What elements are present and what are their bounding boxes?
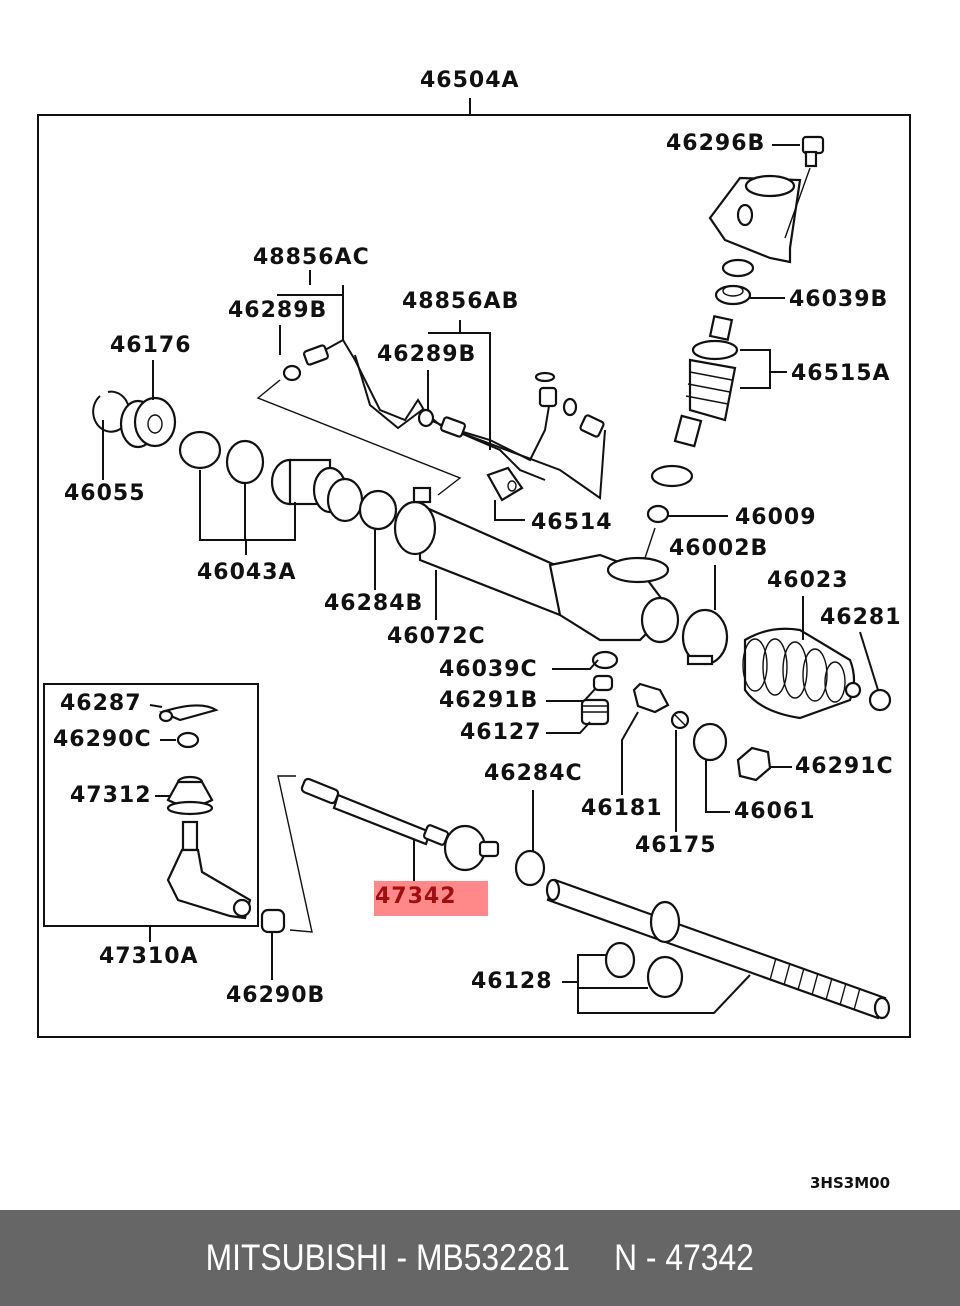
clamp-46002B (681, 608, 729, 666)
callout-46072C: 46072C (387, 624, 486, 649)
piston-seal (270, 458, 364, 523)
o-ring-46289B-2 (417, 408, 435, 428)
dust-cover-47312 (166, 775, 214, 816)
callout-46290C: 46290C (53, 727, 152, 752)
plug-46009 (646, 504, 670, 524)
highlight-box (374, 881, 488, 916)
footer-bar: MITSUBISHI - MB532281 N - 47342 (0, 1210, 960, 1306)
bolt-46296B (801, 135, 825, 168)
spring-46175 (670, 710, 690, 730)
bracket-46514 (486, 466, 524, 502)
part-info-text: MITSUBISHI - MB532281 N - 47342 (205, 1237, 755, 1278)
callout-46289B: 46289B (228, 298, 328, 323)
washer (650, 464, 694, 488)
clip-46281 (868, 688, 892, 712)
callout-46281: 46281 (820, 605, 902, 630)
callout-46290B: 46290B (226, 983, 326, 1008)
callout-47312: 47312 (70, 783, 152, 808)
callout-46023: 46023 (767, 568, 849, 593)
parts-diagram: 46504A 46296B 48856AC 46289B 48856AB 462… (37, 68, 911, 1192)
valve-housing (708, 174, 802, 264)
callout-46287: 46287 (60, 691, 142, 716)
assembly-frame (37, 114, 911, 1038)
callout-46039B: 46039B (789, 287, 889, 312)
o-ring-46128-2 (646, 955, 684, 999)
callout-46504A: 46504A (420, 68, 520, 93)
bearing (721, 258, 755, 278)
callout-46296B: 46296B (666, 131, 766, 156)
cap-46039C (591, 650, 619, 670)
rack-housing-46072C (393, 486, 680, 644)
callout-46055: 46055 (64, 481, 146, 506)
callout-46127: 46127 (460, 720, 542, 745)
rack-guide-46181 (632, 682, 670, 714)
boot-46023 (742, 627, 862, 720)
callout-46514: 46514 (531, 510, 613, 535)
nut-46291B (592, 674, 614, 692)
castle-nut-46290C (176, 731, 200, 749)
adjuster-46127 (580, 698, 610, 726)
callout-46061: 46061 (734, 799, 816, 824)
locknut-46291C (736, 746, 772, 782)
figure-code: 3HS3M00 (810, 1174, 891, 1192)
o-ring-46289B (282, 364, 302, 382)
callout-46002B: 46002B (669, 536, 769, 561)
rack-bar (545, 878, 891, 1020)
callout-46043A: 46043A (197, 560, 297, 585)
pipe-fitting (303, 344, 605, 438)
callout-46176: 46176 (110, 333, 192, 358)
callout-47342-highlighted[interactable]: 47342 (375, 884, 457, 909)
callout-46284B: 46284B (324, 591, 424, 616)
callout-48856AC: 48856AC (253, 245, 370, 270)
callout-46515A: 46515A (791, 361, 891, 386)
callout-46175: 46175 (635, 833, 717, 858)
callout-48856AB: 48856AB (402, 289, 520, 314)
o-ring-46128 (604, 941, 636, 979)
cotter-pin-46287 (158, 704, 219, 722)
inner-tie-rod-47342 (300, 777, 500, 872)
seal-46039B (714, 284, 752, 306)
diagram-drawing (37, 98, 911, 1038)
callout-46291B: 46291B (439, 688, 539, 713)
callout-46289B-2: 46289B (377, 342, 477, 367)
nut-46290B (260, 908, 286, 934)
callout-46181: 46181 (581, 796, 663, 821)
cap-46061 (692, 722, 728, 762)
bushing (178, 430, 222, 470)
tie-rod-end-47310A (166, 820, 252, 920)
callout-46291C: 46291C (795, 754, 894, 779)
callout-47310A: 47310A (99, 944, 199, 969)
callout-46009: 46009 (735, 505, 817, 530)
callout-46039C: 46039C (439, 657, 538, 682)
seal-46284B (358, 489, 398, 531)
callout-46128: 46128 (471, 969, 553, 994)
cap-46176 (119, 396, 177, 449)
lock-washer-46284C (514, 849, 546, 887)
o-ring-46043A (225, 439, 265, 485)
pinion-46515A (673, 315, 739, 448)
callout-46284C: 46284C (484, 761, 583, 786)
snap-ring-46055 (92, 390, 131, 433)
